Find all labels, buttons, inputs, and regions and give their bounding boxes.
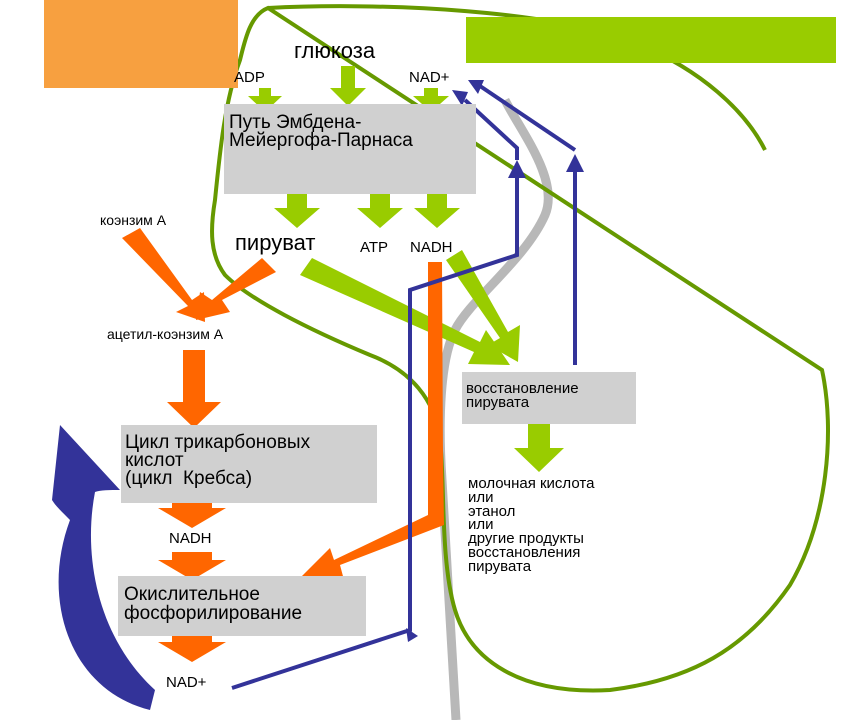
orange-block [44, 0, 238, 88]
blue-arrowhead-2 [452, 90, 468, 106]
nad-plus-top-label: NAD+ [409, 69, 450, 86]
blue-arrowhead-1 [508, 160, 526, 178]
pyruvate-reduction-label: восстановление пирувата [466, 380, 579, 412]
nadh-top-label: NADH [410, 239, 453, 256]
arrow-to-nadh [414, 180, 460, 228]
arrow-glucose-down [330, 66, 366, 106]
glucose-label: глюкоза [294, 38, 376, 63]
krebs-cycle-label: Цикл трикарбоновых кислот (цикл Кребса) [125, 432, 311, 490]
arrow-pyruvate-to-reduction [300, 258, 510, 365]
arrow-oxphos-to-nad [158, 634, 226, 662]
emp-pathway-label: Путь Эмбдена- Мейергофа-Парнаса [229, 112, 413, 152]
krebs-cycle-box [121, 425, 377, 503]
arrow-acetyl-to-krebs [167, 350, 221, 428]
acetyl-coa-label: ацетил-коэнзим А [107, 326, 224, 342]
oxphos-label: Окислительное фосфорилирование [124, 584, 303, 624]
blue-arrowhead-3 [566, 154, 584, 172]
arrow-to-atp [357, 180, 403, 228]
atp-label: ATP [360, 239, 389, 256]
arrow-reduction-to-products [514, 422, 564, 472]
arrow-adp-down [248, 88, 282, 112]
blue-line-nad-regen-1 [231, 175, 519, 690]
arrow-coa-to-acetyl [122, 228, 205, 322]
nadh-bottom-label: NADH [169, 530, 212, 547]
arrow-nadh-to-oxphos-long [300, 262, 444, 580]
arrow-to-pyruvate [274, 180, 320, 228]
coenzyme-a-label: коэнзим А [100, 212, 167, 228]
blue-arrowhead-5 [406, 628, 418, 642]
adp-label: ADP [234, 69, 265, 86]
products-label: молочная кислота или этанол или другие п… [468, 475, 595, 575]
arrow-nad-down [413, 88, 449, 112]
green-block [466, 17, 836, 63]
blue-arrowhead-4 [468, 80, 484, 94]
blue-line-reduction-regen-top [478, 84, 577, 152]
blue-cycle-arrow [52, 425, 155, 710]
pyruvate-label: пируват [235, 230, 316, 255]
arrow-nadh-to-reduction [446, 250, 520, 362]
pyruvate-reduction-box [462, 372, 636, 424]
emp-pathway-box [224, 104, 476, 194]
arrow-pyruvate-to-acetyl [196, 258, 276, 320]
arrow-krebs-to-nadh [158, 500, 226, 528]
arrow-nadh-to-oxphos [158, 552, 226, 580]
oxphos-box [118, 576, 366, 636]
blue-line-nad-regen-2 [463, 98, 519, 160]
nad-plus-bottom-label: NAD+ [166, 674, 207, 691]
